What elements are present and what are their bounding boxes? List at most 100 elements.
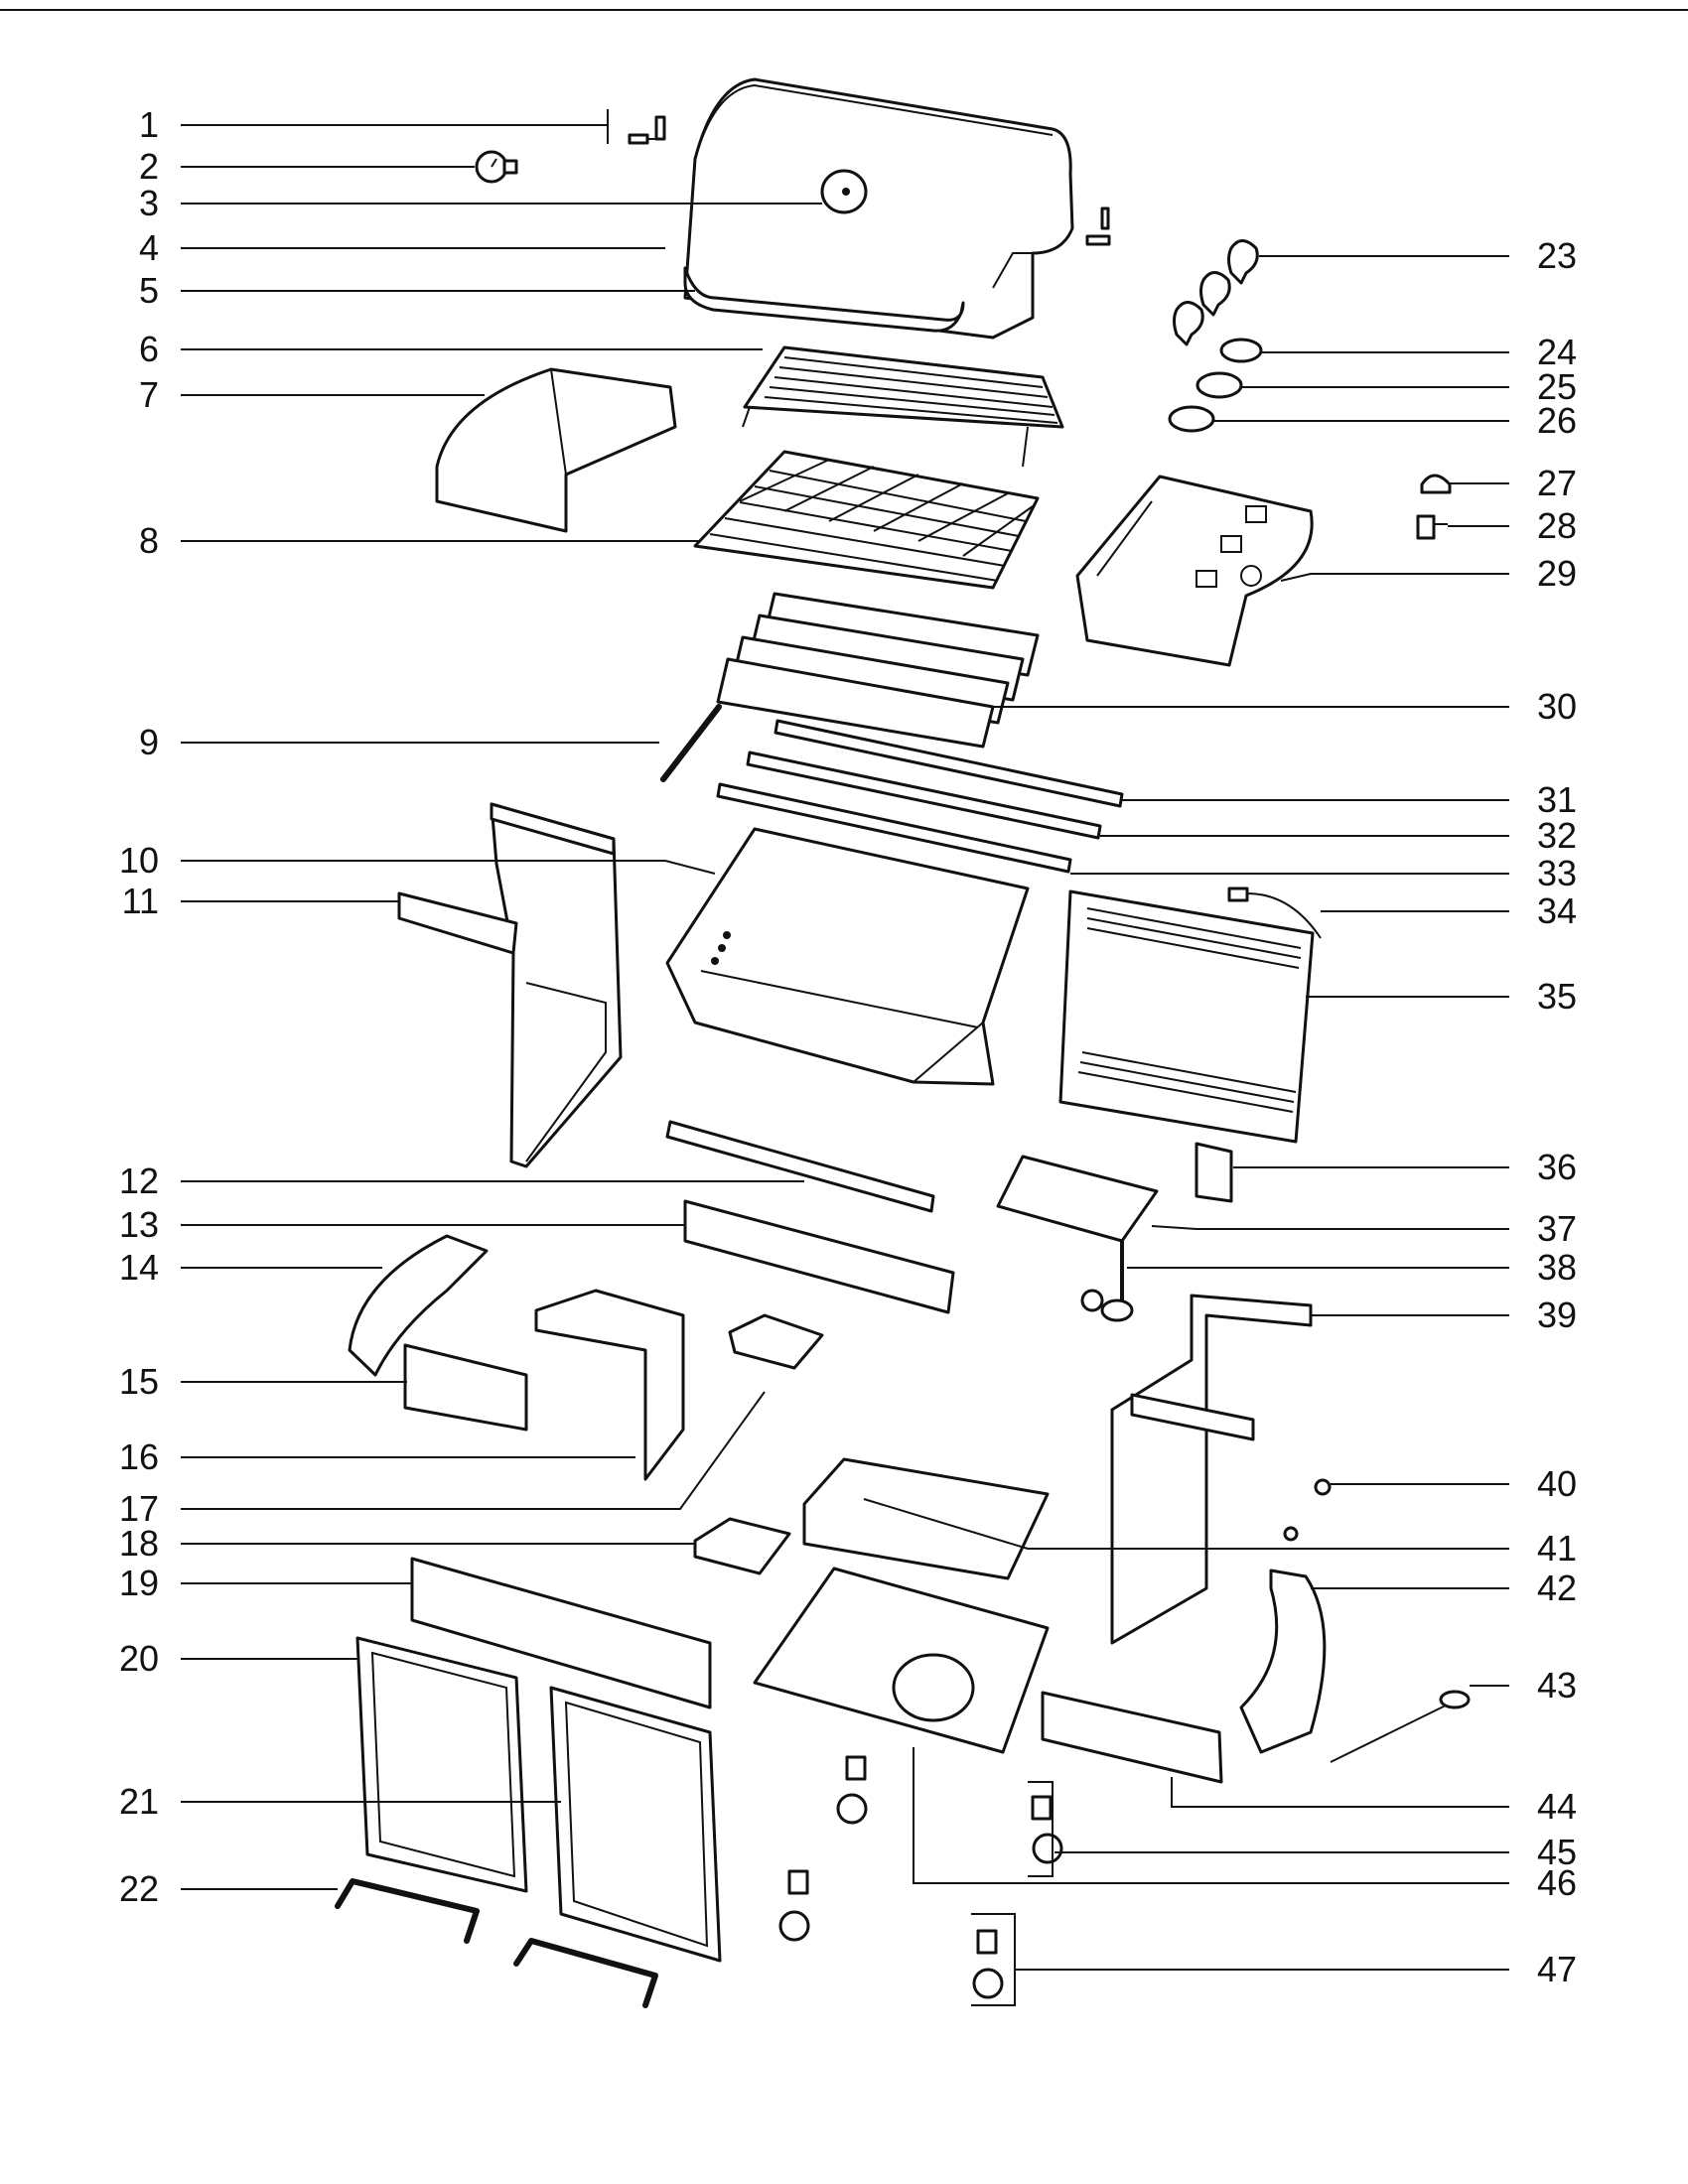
label-part-1: 1	[139, 104, 159, 145]
part-29-side-shelf	[1075, 475, 1314, 667]
part-number-labels: 1 2 3 4 5 6 7 8 9 10 11 12 13 14 15 16 1…	[119, 104, 1577, 1989]
label-part-33: 33	[1537, 853, 1577, 893]
part-14-side-trim	[348, 1234, 489, 1377]
label-part-40: 40	[1537, 1463, 1577, 1504]
part-2-thermometer	[475, 150, 518, 184]
label-part-47: 47	[1537, 1949, 1577, 1989]
label-part-10: 10	[119, 840, 159, 881]
label-part-5: 5	[139, 270, 159, 311]
label-part-18: 18	[119, 1523, 159, 1564]
label-part-24: 24	[1537, 332, 1577, 372]
part-19-front-panel	[410, 1557, 712, 1709]
label-part-28: 28	[1537, 505, 1577, 546]
part-44-bracket	[1041, 1691, 1223, 1784]
label-part-25: 25	[1537, 366, 1577, 407]
label-part-3: 3	[139, 183, 159, 223]
part-28-igniter-button	[1416, 514, 1448, 540]
part-18-drip-pan	[693, 1517, 791, 1575]
label-part-16: 16	[119, 1436, 159, 1477]
part-7-side-shelf-cover	[435, 367, 677, 533]
label-part-32: 32	[1537, 815, 1577, 856]
part-12-crossbar	[665, 1120, 935, 1213]
part-35-rear-panel	[1058, 889, 1315, 1144]
caster-center-bottom	[778, 1869, 810, 1942]
part-11-left-frame	[397, 802, 623, 1168]
label-part-26: 26	[1537, 400, 1577, 441]
part-30-flavorizer-bars	[716, 592, 1040, 749]
part-45-locking-caster	[1028, 1781, 1063, 1877]
label-part-21: 21	[119, 1781, 159, 1822]
part-38-regulator	[1080, 1239, 1134, 1322]
label-part-43: 43	[1537, 1665, 1577, 1706]
label-part-8: 8	[139, 520, 159, 561]
part-23-knobs	[1173, 239, 1259, 346]
part-39-right-frame	[1110, 1294, 1313, 1645]
part-8-cooking-grate	[693, 450, 1040, 590]
label-part-45: 45	[1537, 1832, 1577, 1872]
part-40-nut	[1314, 1478, 1332, 1496]
label-part-20: 20	[119, 1638, 159, 1679]
label-part-6: 6	[139, 329, 159, 369]
part-illustrations	[335, 77, 1471, 2008]
part-47-caster	[971, 1913, 1016, 2006]
part-16-cabinet-cover	[534, 1289, 685, 1481]
label-part-37: 37	[1537, 1208, 1577, 1249]
part-27-cap	[1420, 474, 1452, 494]
part-6-warming-rack	[742, 345, 1064, 468]
part-41-bottom-tray	[802, 1457, 1050, 1580]
label-part-4: 4	[139, 227, 159, 268]
label-part-46: 46	[1537, 1862, 1577, 1903]
part-46-bottom-shelf	[753, 1567, 1050, 1754]
part-21-door-right	[549, 1686, 722, 1963]
label-part-15: 15	[119, 1361, 159, 1402]
part-13-crossbar	[683, 1199, 955, 1314]
part-40-nut-2	[1283, 1526, 1299, 1542]
label-part-39: 39	[1537, 1295, 1577, 1335]
part-3-lid-emblem	[820, 169, 868, 214]
screw-near-23	[1085, 206, 1111, 246]
part-15-bracket	[403, 1343, 528, 1432]
part-42-side-trim	[1239, 1569, 1327, 1754]
label-part-2: 2	[139, 146, 159, 187]
label-part-30: 30	[1537, 686, 1577, 727]
label-part-44: 44	[1537, 1786, 1577, 1827]
label-part-38: 38	[1537, 1247, 1577, 1288]
label-part-14: 14	[119, 1247, 159, 1288]
part-17-drip-tray	[728, 1313, 824, 1370]
part-26-bezel	[1168, 405, 1215, 433]
label-part-9: 9	[139, 722, 159, 762]
label-part-13: 13	[119, 1204, 159, 1245]
label-part-27: 27	[1537, 463, 1577, 503]
label-part-34: 34	[1537, 890, 1577, 931]
label-part-19: 19	[119, 1563, 159, 1603]
leader-lines	[181, 109, 1509, 1971]
part-1-screws	[628, 115, 666, 145]
label-part-12: 12	[119, 1160, 159, 1201]
part-33-burner	[716, 782, 1072, 874]
part-22-door-handle-right	[513, 1938, 658, 2008]
part-34-igniter-wire	[1227, 887, 1322, 939]
part-22-door-handle-left	[335, 1878, 480, 1944]
part-36-valve-box	[1195, 1142, 1233, 1203]
part-32-burner	[746, 751, 1102, 840]
part-20-door-left	[355, 1636, 528, 1893]
label-part-41: 41	[1537, 1528, 1577, 1569]
part-4-lid	[683, 77, 1074, 340]
part-43-cable	[1330, 1690, 1471, 1763]
part-31-burner	[774, 719, 1124, 808]
part-37-manifold	[996, 1155, 1159, 1243]
caster-center-top	[836, 1755, 868, 1825]
part-25-bezel	[1196, 371, 1243, 399]
part-24-bezel	[1219, 338, 1263, 363]
part-9-crossover-tube	[660, 704, 722, 782]
label-part-31: 31	[1537, 779, 1577, 820]
label-part-7: 7	[139, 374, 159, 415]
label-part-29: 29	[1537, 553, 1577, 594]
label-part-42: 42	[1537, 1568, 1577, 1608]
label-part-22: 22	[119, 1868, 159, 1909]
label-part-17: 17	[119, 1488, 159, 1529]
label-part-35: 35	[1537, 976, 1577, 1017]
part-10-cookbox	[665, 827, 1030, 1086]
label-part-11: 11	[122, 881, 159, 921]
